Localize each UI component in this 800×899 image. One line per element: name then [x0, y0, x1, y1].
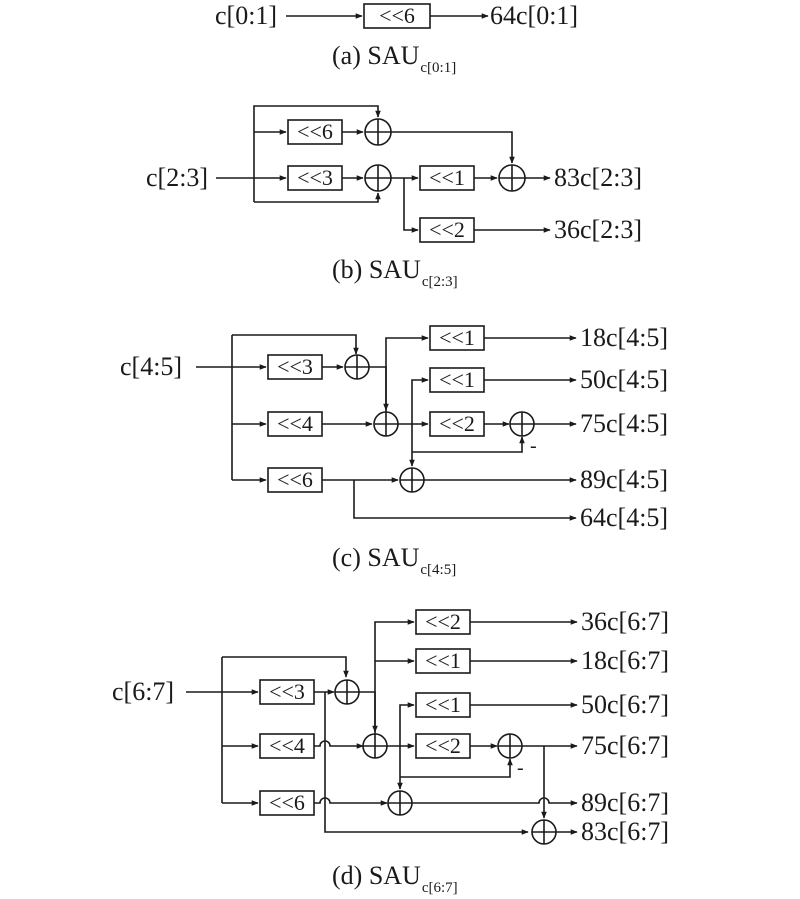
panel-d: c[6:7] <<3 <<4 <<6 <<2 <<1 <<1: [112, 607, 669, 896]
wire: [359, 691, 378, 733]
shift-box: [267, 354, 323, 380]
wire: [232, 334, 359, 355]
adder: [531, 819, 557, 845]
adder: [497, 733, 523, 759]
adder: [364, 164, 392, 192]
adder: [399, 467, 425, 493]
wire: [403, 178, 419, 233]
minus-sign: -: [517, 757, 524, 779]
caption-b: (b) SAUc[2:3]: [332, 255, 458, 290]
adder: [373, 411, 399, 437]
shift-label: <<1: [439, 325, 475, 350]
shift-box: [429, 367, 485, 393]
output-label: 36c[6:7]: [581, 607, 669, 636]
shift-box: [267, 411, 323, 437]
shift-label: <<2: [429, 217, 465, 242]
adder: [364, 118, 392, 146]
shift-box: [415, 609, 471, 635]
shift-label: <<1: [425, 648, 461, 673]
input-label-c: c[4:5]: [120, 352, 182, 381]
adder: [344, 354, 370, 380]
shift-label: <<6: [379, 3, 415, 28]
adder: [362, 733, 388, 759]
wire: [411, 377, 429, 424]
input-label-d: c[6:7]: [112, 677, 174, 706]
shift-label: <<3: [277, 354, 313, 379]
wire: [222, 656, 349, 678]
adder: [387, 790, 413, 816]
shift-box: [259, 679, 315, 705]
shift-label: <<1: [425, 692, 461, 717]
input-label-b: c[2:3]: [146, 163, 208, 192]
output-label: 75c[4:5]: [580, 409, 668, 438]
output-label: 89c[4:5]: [580, 465, 668, 494]
shift-box: [267, 467, 323, 493]
wire: [374, 619, 415, 734]
caption-c: (c) SAUc[4:5]: [332, 543, 456, 578]
shift-label: <<1: [429, 165, 465, 190]
shift-box: [429, 325, 485, 351]
shift-label: <<2: [425, 609, 461, 634]
shift-label: <<6: [269, 790, 305, 815]
adder: [498, 164, 526, 192]
input-label-a: c[0:1]: [215, 1, 277, 30]
output-label: 83c[2:3]: [554, 163, 642, 192]
shift-label: <<3: [269, 679, 305, 704]
output-label: 50c[4:5]: [580, 365, 668, 394]
wire: [253, 105, 381, 202]
wire: [400, 758, 513, 778]
output-label: 64c[4:5]: [580, 503, 668, 532]
output-label: 18c[6:7]: [581, 646, 669, 675]
minus-sign: -: [530, 435, 537, 457]
wire: [324, 692, 529, 835]
adder: [509, 411, 535, 437]
shift-label: <<3: [297, 165, 333, 190]
wire: [391, 131, 515, 164]
shift-box: [415, 692, 471, 718]
output-label: 89c[6:7]: [581, 788, 669, 817]
output-label: 83c[6:7]: [581, 817, 669, 846]
shift-label: <<1: [439, 367, 475, 392]
panel-a: c[0:1] <<6 64c[0:1] (a) SAUc[0:1]: [215, 1, 578, 76]
panel-c: c[4:5] <<3 <<4 <<6 <<1 <<1 <<2: [120, 323, 668, 578]
output-label: 18c[4:5]: [580, 323, 668, 352]
wire: [254, 192, 381, 203]
wire: [385, 335, 429, 412]
wire: [353, 480, 577, 521]
output-label: 75c[6:7]: [581, 731, 669, 760]
output-label: 50c[6:7]: [581, 690, 669, 719]
wire: [399, 702, 415, 746]
shift-label: <<6: [277, 467, 313, 492]
wire: [412, 436, 525, 453]
shift-label: <<2: [439, 411, 475, 436]
shift-label: <<2: [425, 733, 461, 758]
shift-label: <<4: [277, 411, 313, 436]
adder: [334, 679, 360, 705]
shift-label: <<4: [269, 733, 305, 758]
output-label: 64c[0:1]: [490, 1, 578, 30]
caption-d: (d) SAUc[6:7]: [332, 861, 458, 896]
wire: [369, 366, 389, 411]
shift-label: <<6: [297, 119, 333, 144]
caption-a: (a) SAUc[0:1]: [332, 41, 456, 76]
wire: [314, 740, 364, 749]
shift-box: [429, 411, 485, 437]
output-label: 36c[2:3]: [554, 215, 642, 244]
panel-b: c[2:3] <<6 <<3 <<1 83c[2:3] <<2 36c[2:3]…: [146, 105, 642, 290]
wire: [412, 797, 578, 806]
